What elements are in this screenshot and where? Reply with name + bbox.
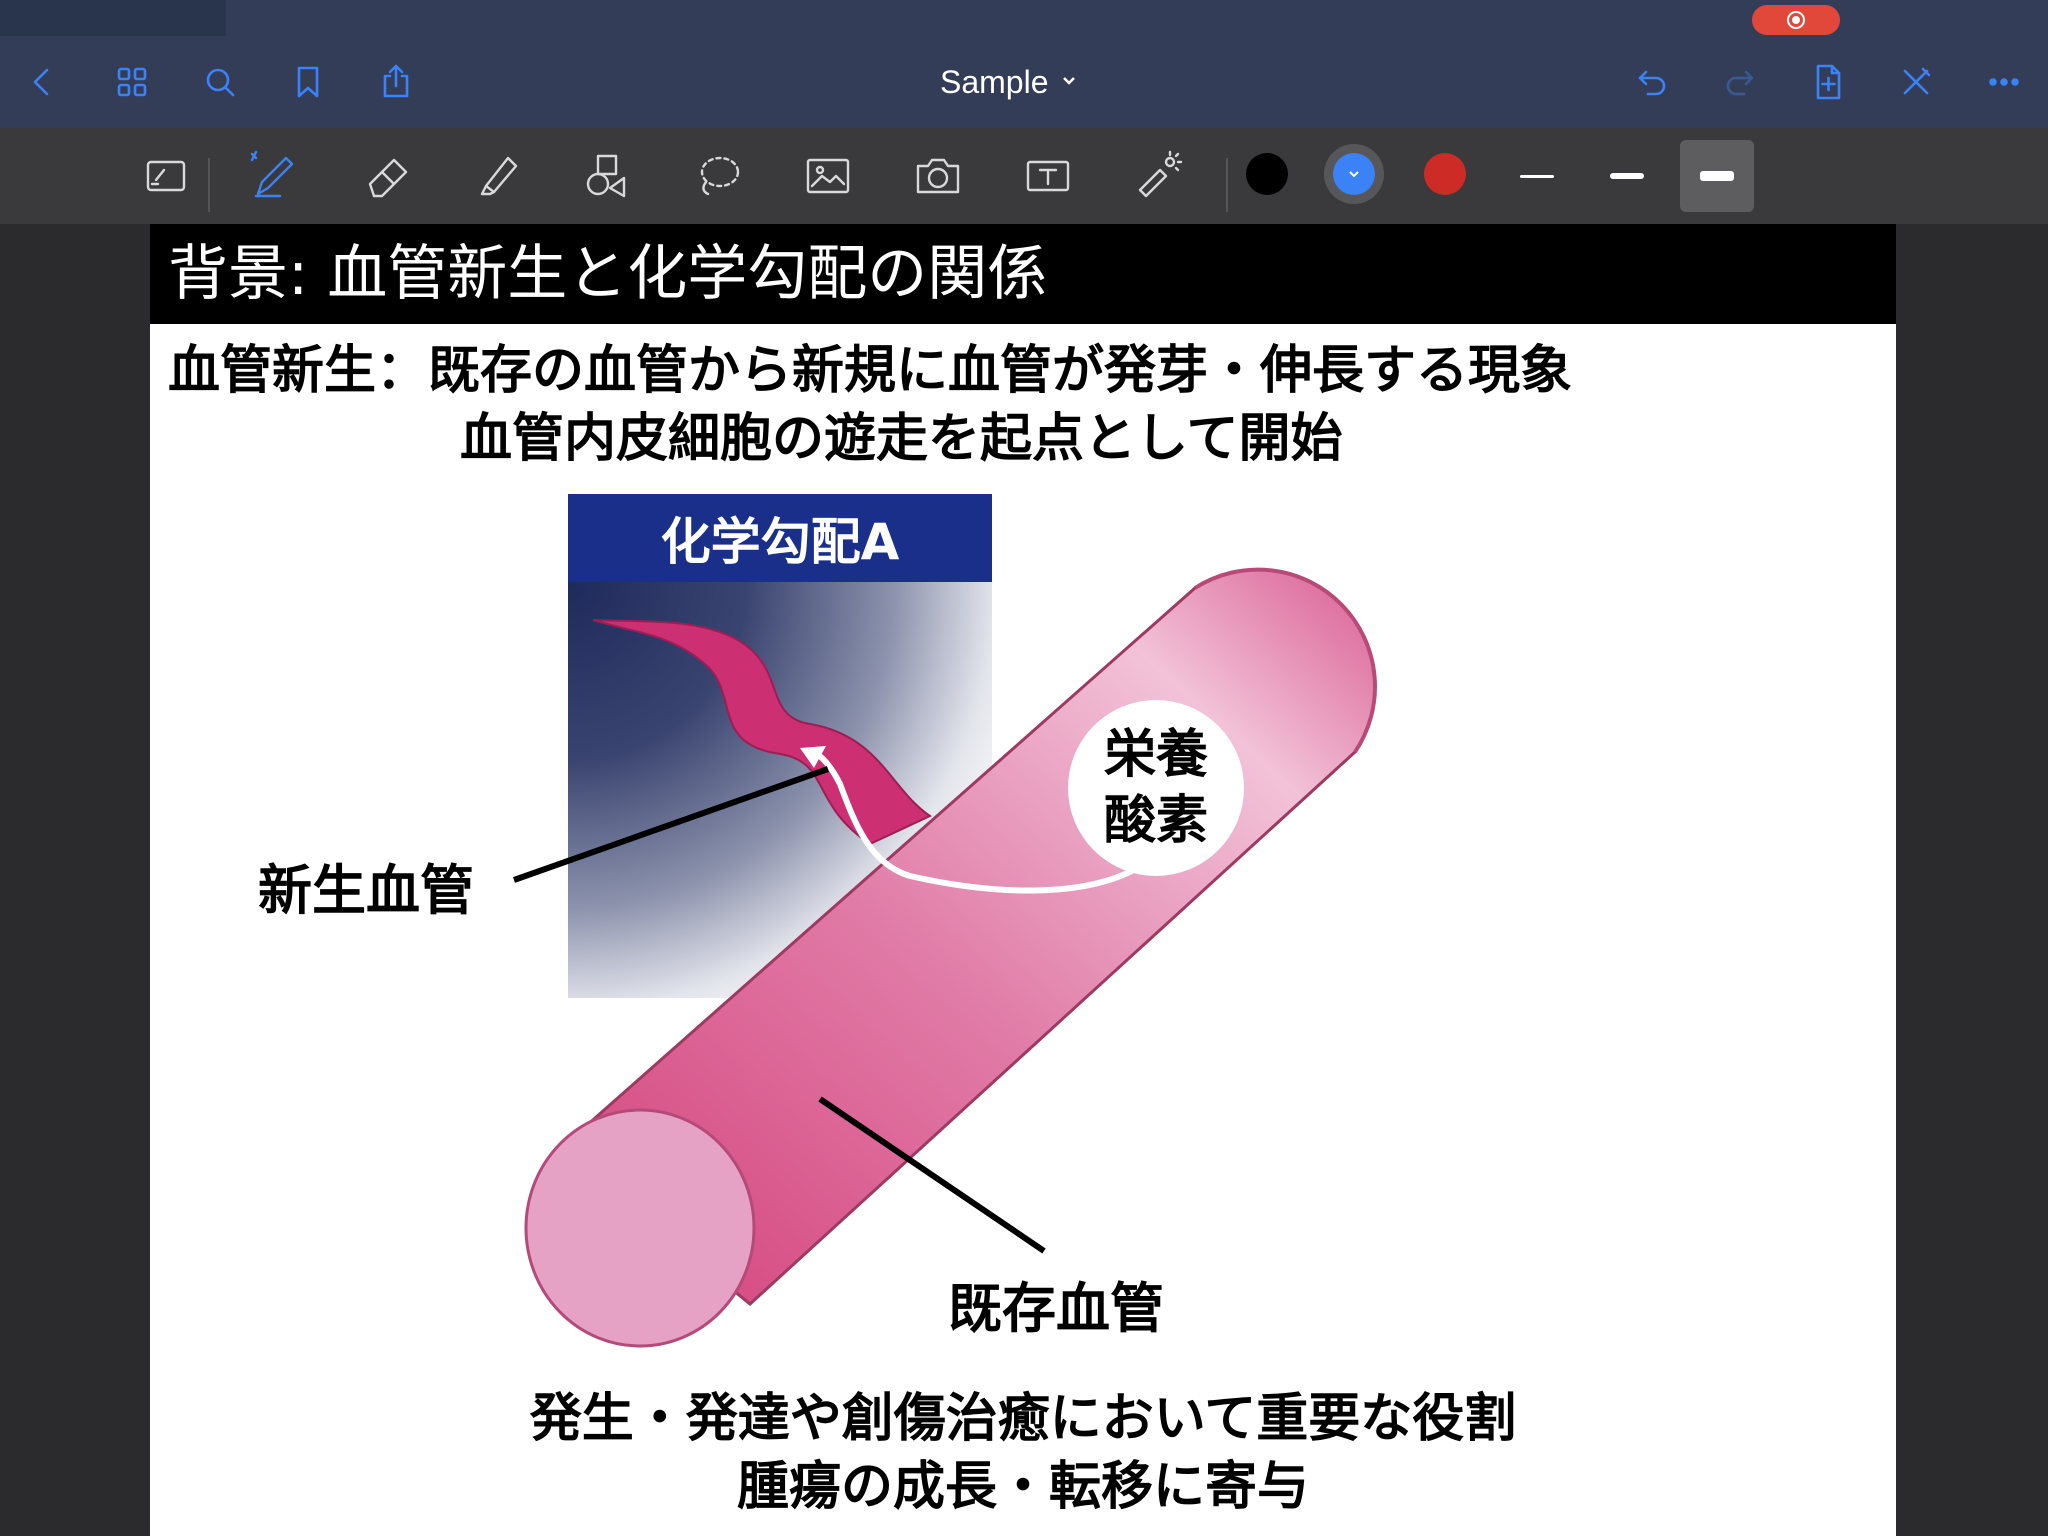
vessel-cross-section [524,1108,756,1348]
new-vessel-sprout [592,619,933,846]
toolbar-divider [1226,158,1228,212]
text-tool[interactable] [1012,140,1084,212]
read-only-mode-icon [146,160,186,192]
laser-pointer-tool[interactable] [1122,140,1194,212]
nutrient-oxygen-bubble: 栄養 酸素 [1068,700,1244,876]
bookmark-icon [297,66,319,98]
nutrient-label: 栄養 [1103,725,1208,785]
document-title: Sample [940,63,1049,100]
thumbnails-grid-icon [117,67,147,97]
existing-vessel-pointer [818,1096,1046,1254]
status-bar [0,0,2048,36]
color-red-swatch[interactable] [1424,153,1466,195]
color-blue-swatch[interactable] [1333,153,1375,195]
search-button[interactable] [192,54,248,110]
document-page[interactable]: 背景: 血管新生と化学勾配の関係 血管新生：既存の血管から新規に血管が発芽・伸長… [150,224,1896,1536]
search-icon [206,68,235,97]
pen-icon [250,150,294,198]
screen-recording-indicator[interactable] [1752,5,1840,35]
back-chevron-icon [33,68,49,96]
thumbnails-button[interactable] [104,54,160,110]
redo-button[interactable] [1712,54,1768,110]
stroke-thin-option[interactable] [1500,140,1574,212]
chemical-gradient-label: 化学勾配A [568,494,992,582]
lasso-tool[interactable] [682,140,754,212]
more-button[interactable] [1976,54,2032,110]
lasso-icon [700,156,740,196]
new-vessel-pointer [513,766,829,883]
laser-pointer-icon [1138,150,1183,198]
camera-icon [916,158,960,194]
highlighter-tool[interactable] [462,140,534,212]
read-only-mode-tool[interactable] [130,140,202,212]
bookmark-button[interactable] [280,54,336,110]
undo-icon [1638,70,1666,96]
chevron-down-icon [1059,70,1079,94]
shapes-tool[interactable] [572,140,644,212]
nutrient-flow-arrow [808,747,1152,894]
more-icon [1989,78,2019,86]
existing-vessel-label: 既存血管 [948,1277,1164,1340]
shapes-icon [586,154,626,198]
arrowhead-icon [800,746,826,768]
oxygen-label: 酸素 [1103,791,1208,851]
slide-title: 背景: 血管新生と化学勾配の関係 [168,239,1048,309]
highlighter-icon [480,156,518,196]
image-tool[interactable] [792,140,864,212]
pen-tool[interactable] [238,140,310,212]
chevron-down-icon [1349,171,1359,178]
color-black-swatch[interactable] [1246,153,1288,195]
image-icon [806,158,850,194]
existing-vessel [524,567,1377,1348]
back-button[interactable] [14,54,70,110]
new-vessel-label: 新生血管 [258,859,474,922]
share-icon [383,64,409,98]
stroke-thick-option[interactable] [1680,140,1754,212]
share-button[interactable] [368,54,424,110]
definition-line-1: 血管新生：既存の血管から新規に血管が発芽・伸長する現象 [168,341,1573,401]
footer-line-1: 発生・発達や創傷治癒において重要な役割 [529,1389,1517,1449]
eraser-icon [368,158,408,198]
close-pen-icon [1903,67,1931,95]
undo-button[interactable] [1624,54,1680,110]
close-pen-button[interactable] [1888,54,1944,110]
camera-tool[interactable] [902,140,974,212]
add-page-icon [1816,64,1841,100]
slide-header: 背景: 血管新生と化学勾配の関係 [150,224,1896,324]
text-icon [1026,160,1070,192]
nav-bar: Sample [0,36,2048,128]
document-title-menu[interactable]: Sample [940,62,1079,102]
stroke-medium-option[interactable] [1590,140,1664,212]
footer-line-2: 腫瘍の成長・転移に寄与 [736,1457,1309,1517]
definition-line-2: 血管内皮細胞の遊走を起点として開始 [460,409,1343,469]
status-bar-left [0,0,226,36]
record-icon [1787,11,1805,29]
redo-icon [1726,70,1754,96]
add-page-button[interactable] [1800,54,1856,110]
eraser-tool[interactable] [352,140,424,212]
toolbar-divider [208,158,210,212]
